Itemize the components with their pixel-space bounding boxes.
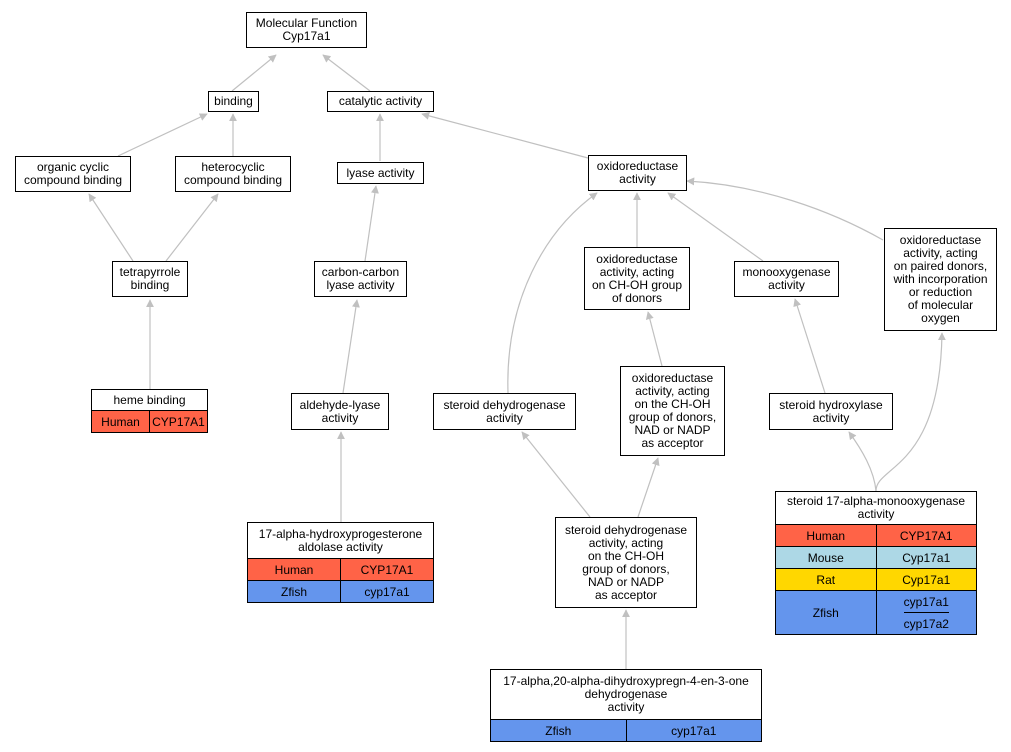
gene-symbol[interactable]: cyp17a1 <box>671 723 717 738</box>
gene-list: cyp17a1 cyp17a2 <box>877 591 977 634</box>
node-label: monooxygenase activity <box>742 265 831 292</box>
node-label: steroid dehydrogenase activity, acting o… <box>564 522 688 602</box>
edge-tetrapyrrole-to-heterocyclic <box>165 193 219 262</box>
species-row: Rat Cyp17a1 <box>776 568 976 590</box>
species-name: Mouse <box>776 547 877 568</box>
edge-tetrapyrrole-to-organic-cyclic <box>88 193 134 262</box>
node-oxidoreductase-paired-donors[interactable]: oxidoreductase activity, acting on paire… <box>884 228 997 331</box>
node-organic-cyclic-compound-binding[interactable]: organic cyclic compound binding <box>15 156 131 192</box>
node-steroid-dehydrogenase-activity[interactable]: steroid dehydrogenase activity <box>433 393 576 430</box>
gene-list: CYP17A1 <box>341 559 433 580</box>
edge-s17m-to-steroid-hydroxylase <box>848 431 877 492</box>
node-label: 17-alpha,20-alpha-dihydroxypregn-4-en-3-… <box>503 674 749 714</box>
edge-catalytic-to-mf <box>322 54 371 92</box>
edge-organic-cyclic-to-binding <box>117 113 208 157</box>
species-name: Zfish <box>776 591 877 634</box>
gene-symbol[interactable]: CYP17A1 <box>899 528 953 543</box>
node-binding[interactable]: binding <box>208 91 259 112</box>
node-label: catalytic activity <box>338 94 423 108</box>
species-name: Human <box>776 525 877 546</box>
species-name: Zfish <box>248 581 341 602</box>
node-label: carbon-carbon lyase activity <box>321 265 400 292</box>
species-row: Zfish cyp17a1 <box>491 719 761 741</box>
species-row: Mouse Cyp17a1 <box>776 546 976 568</box>
node-carbon-carbon-lyase-activity[interactable]: carbon-carbon lyase activity <box>314 261 407 297</box>
edge-steroid-dh-to-oxr <box>507 192 598 394</box>
node-steroid-hydroxylase-activity[interactable]: steroid hydroxylase activity <box>769 393 893 430</box>
species-row: Human CYP17A1 <box>248 558 433 580</box>
species-name: Human <box>92 411 150 432</box>
node-catalytic-activity[interactable]: catalytic activity <box>327 91 434 112</box>
node-label: aldehyde-lyase activity <box>299 397 381 425</box>
gene-symbol[interactable]: cyp17a1 <box>903 594 949 609</box>
node-17-alpha-hydroxyprogesterone-aldolase[interactable]: 17-alpha-hydroxyprogesterone aldolase ac… <box>247 522 434 603</box>
edge-monooxygenase-to-oxr <box>667 192 764 262</box>
node-label: binding <box>214 94 253 108</box>
node-oxidoreductase-ch-oh[interactable]: oxidoreductase activity, acting on CH-OH… <box>584 247 690 310</box>
node-label: oxidoreductase activity, acting on the C… <box>628 371 717 450</box>
node-label: steroid dehydrogenase activity <box>443 397 566 425</box>
node-lyase-activity[interactable]: lyase activity <box>337 162 424 184</box>
gene-symbol[interactable]: Cyp17a1 <box>902 550 951 565</box>
node-label: oxidoreductase activity, acting on CH-OH… <box>591 251 683 305</box>
edge-sdha-to-steroid-dh <box>521 431 591 518</box>
gene-list: cyp17a1 <box>627 720 762 741</box>
edge-steroid-hydroxylase-to-monooxygenase <box>793 298 826 394</box>
node-aldehyde-lyase-activity[interactable]: aldehyde-lyase activity <box>291 393 389 430</box>
node-label: steroid 17-alpha-monooxygenase activity <box>786 494 966 521</box>
node-label: organic cyclic compound binding <box>23 160 123 187</box>
gene-list: Cyp17a1 <box>877 569 977 590</box>
edge-paired-donors-to-oxr <box>686 177 884 241</box>
gene-symbol[interactable]: cyp17a1 <box>364 584 410 599</box>
node-heterocyclic-compound-binding[interactable]: heterocyclic compound binding <box>175 156 291 192</box>
gene-symbol[interactable]: Cyp17a1 <box>902 572 951 587</box>
gene-symbol[interactable]: CYP17A1 <box>360 562 414 577</box>
species-row: Human CYP17A1 <box>776 524 976 546</box>
node-label: steroid hydroxylase activity <box>779 397 883 425</box>
species-row: Zfish cyp17a1 <box>248 580 433 602</box>
edge-s17m-to-paired-donors <box>875 332 946 492</box>
edge-sdha-to-oxnad <box>637 457 660 518</box>
edge-aldehyde-to-carbon-carbon <box>342 299 360 394</box>
node-tetrapyrrole-binding[interactable]: tetrapyrrole binding <box>112 261 188 297</box>
node-label: tetrapyrrole binding <box>119 265 181 292</box>
edge-carbon-carbon-to-lyase <box>364 185 379 262</box>
node-label: oxidoreductase activity <box>596 159 679 186</box>
gene-list: cyp17a1 <box>341 581 433 602</box>
edge-binding-to-mf <box>231 54 277 92</box>
gene-symbol[interactable]: cyp17a2 <box>903 612 949 634</box>
species-name: Human <box>248 559 341 580</box>
node-label: 17-alpha-hydroxyprogesterone aldolase ac… <box>258 526 423 554</box>
edge-oxidoreductase-to-catalytic <box>421 111 589 159</box>
node-monooxygenase-activity[interactable]: monooxygenase activity <box>734 261 839 297</box>
gene-list: Cyp17a1 <box>877 547 977 568</box>
gene-symbol[interactable]: CYP17A1 <box>152 414 205 429</box>
node-label: Molecular Function Cyp17a1 <box>255 16 358 43</box>
node-label: oxidoreductase activity, acting on paire… <box>893 233 988 325</box>
node-oxidoreductase-activity[interactable]: oxidoreductase activity <box>588 155 687 191</box>
node-oxidoreductase-nad-nadp[interactable]: oxidoreductase activity, acting on the C… <box>620 366 725 456</box>
gene-list: CYP17A1 <box>150 411 207 432</box>
node-steroid-dehydrogenase-ch-oh-nad[interactable]: steroid dehydrogenase activity, acting o… <box>555 517 697 608</box>
species-row: Zfish cyp17a1 cyp17a2 <box>776 590 976 634</box>
species-name: Rat <box>776 569 877 590</box>
edge-oxnad-to-oxr-ch <box>645 311 663 367</box>
gene-list: CYP17A1 <box>877 525 977 546</box>
node-dihydroxypregnenone-dehydrogenase[interactable]: 17-alpha,20-alpha-dihydroxypregn-4-en-3-… <box>490 669 762 742</box>
node-label: heterocyclic compound binding <box>183 160 283 187</box>
node-label: lyase activity <box>346 165 415 180</box>
node-label: heme binding <box>113 392 186 407</box>
species-name: Zfish <box>491 720 627 741</box>
node-molecular-function[interactable]: Molecular Function Cyp17a1 <box>246 12 367 48</box>
